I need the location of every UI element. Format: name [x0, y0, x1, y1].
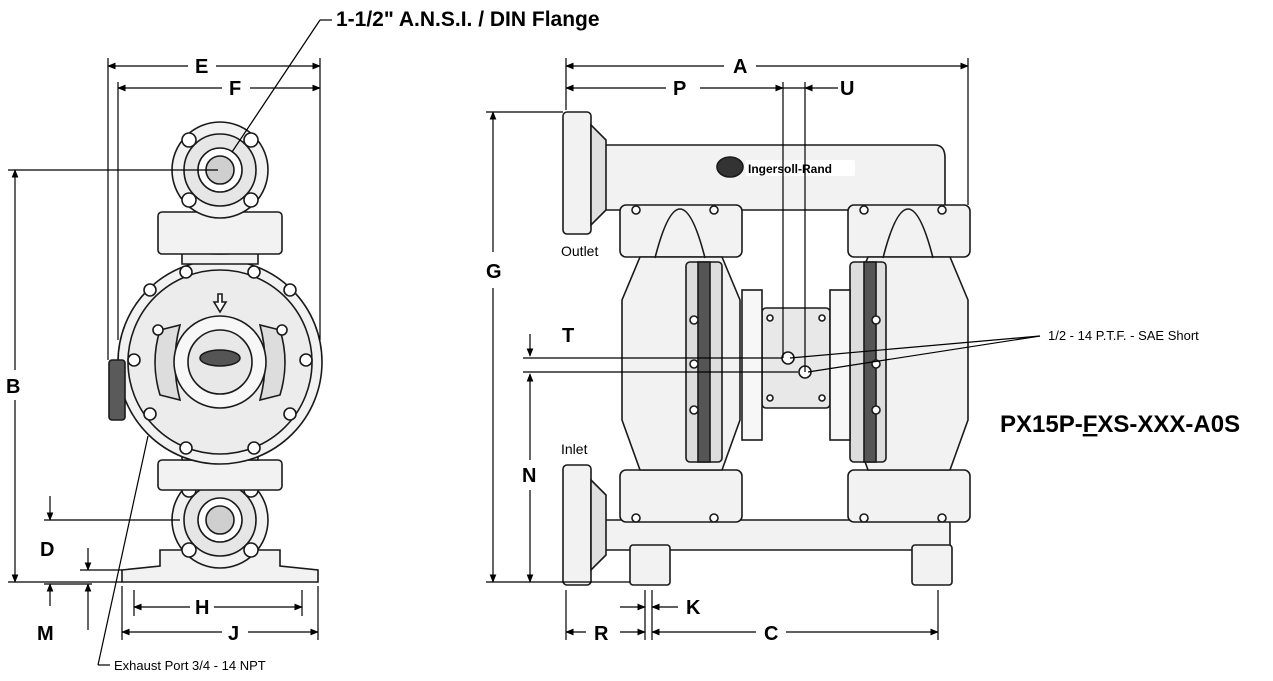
dim-label-N: N — [522, 465, 536, 487]
dim-label-E: E — [195, 56, 208, 78]
dim-label-G: G — [486, 261, 502, 283]
dim-label-D: D — [40, 539, 54, 561]
dim-label-M: M — [37, 623, 54, 645]
exhaust-port-callout: Exhaust Port 3/4 - 14 NPT — [114, 658, 266, 673]
left-dimension-lines — [8, 19, 332, 666]
dim-label-K: K — [686, 597, 701, 619]
dim-label-H: H — [195, 597, 209, 619]
dim-label-B: B — [6, 376, 20, 398]
dim-label-U: U — [840, 78, 854, 100]
dim-label-A: A — [733, 56, 747, 78]
model-number-prefix: PX15P- — [1000, 411, 1083, 438]
dim-label-P: P — [673, 78, 686, 100]
model-number: PX15P-FXS-XXX-A0S — [1000, 411, 1240, 438]
dim-label-F: F — [229, 78, 241, 100]
flange-callout: 1-1/2" A.N.S.I. / DIN Flange — [336, 8, 600, 31]
outlet-label: Outlet — [561, 243, 598, 259]
end-logo — [199, 349, 241, 367]
pump-end-view — [108, 121, 323, 583]
air-inlet-callout: 1/2 - 14 P.T.F. - SAE Short — [1048, 328, 1199, 343]
dim-label-C: C — [764, 623, 778, 645]
outlet-flange — [562, 111, 592, 235]
right-dimension-lines — [486, 58, 1041, 640]
model-number-underlined: F — [1083, 411, 1098, 438]
inlet-label: Inlet — [561, 441, 588, 457]
model-number-suffix: XS-XXX-A0S — [1097, 411, 1240, 438]
inlet-flange — [562, 464, 592, 586]
brand-logo-text: Ingersoll-Rand — [748, 162, 832, 176]
top-manifold — [589, 144, 946, 211]
dim-label-T: T — [562, 325, 574, 347]
dim-label-R: R — [594, 623, 609, 645]
dim-label-J: J — [228, 623, 239, 645]
exhaust-muffler — [108, 359, 126, 421]
pump-side-view — [562, 111, 971, 586]
